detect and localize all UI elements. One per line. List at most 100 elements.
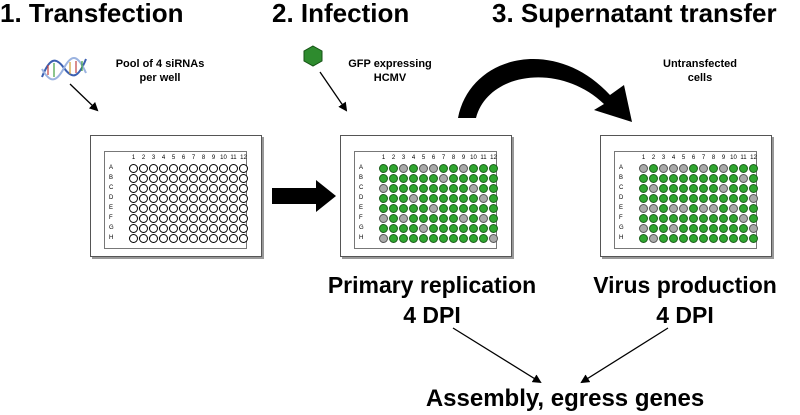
well-empty [179,234,188,243]
well-gfp-positive [459,194,468,203]
well-empty [139,214,148,223]
well-empty [129,224,138,233]
row-label: H [619,235,624,241]
well-gfp-positive [439,184,448,193]
column-label: 11 [230,155,237,161]
well-gfp-positive [379,164,388,173]
column-label: 11 [740,155,747,161]
well-gfp-positive [729,234,738,243]
well-gfp-positive [689,194,698,203]
well-gfp-positive [389,204,398,213]
well-gfp-positive [639,194,648,203]
well-empty [179,214,188,223]
well-gfp-positive [389,214,398,223]
well-gfp-positive [409,174,418,183]
well-gfp-positive [719,174,728,183]
well-gfp-positive [399,184,408,193]
well-gfp-positive [709,224,718,233]
well-negative [469,184,478,193]
well-gfp-positive [439,164,448,173]
well-gfp-positive [449,214,458,223]
well-empty [179,184,188,193]
well-empty [229,174,238,183]
well-gfp-positive [459,224,468,233]
well-empty [219,174,228,183]
well-gfp-positive [489,224,498,233]
well-negative [649,204,658,213]
well-empty [189,174,198,183]
well-gfp-positive [419,204,428,213]
well-gfp-positive [699,194,708,203]
well-empty [209,164,218,173]
step-1-heading: 1. Transfection [0,0,184,28]
well-gfp-positive [449,174,458,183]
row-label: B [359,175,364,181]
well-gfp-positive [749,184,758,193]
well-gfp-positive [489,174,498,183]
well-gfp-positive [649,224,658,233]
well-empty [129,164,138,173]
well-empty [189,214,198,223]
row-label: D [109,195,114,201]
well-empty [129,214,138,223]
well-gfp-positive [489,164,498,173]
well-gfp-positive [729,174,738,183]
row-label: B [619,175,624,181]
well-empty [129,204,138,213]
well-gfp-positive [699,214,708,223]
well-gfp-positive [399,194,408,203]
well-empty [199,204,208,213]
well-empty [189,224,198,233]
column-label: 3 [151,155,156,161]
row-label: F [359,215,363,221]
well-empty [159,214,168,223]
well-gfp-positive [389,164,398,173]
row-label: G [359,225,364,231]
column-label: 9 [721,155,726,161]
row-label: C [619,185,624,191]
well-negative [679,204,688,213]
well-empty [219,224,228,233]
well-gfp-positive [659,174,668,183]
well-gfp-positive [449,184,458,193]
well-gfp-positive [669,194,678,203]
row-label: D [619,195,624,201]
well-negative [649,234,658,243]
well-empty [159,184,168,193]
column-label: 6 [181,155,186,161]
well-empty [169,174,178,183]
well-gfp-positive [409,234,418,243]
column-label: 7 [441,155,446,161]
well-gfp-positive [479,234,488,243]
column-label: 2 [651,155,656,161]
well-gfp-positive [739,194,748,203]
well-empty [189,234,198,243]
column-label: 5 [421,155,426,161]
well-empty [169,204,178,213]
well-empty [139,194,148,203]
well-empty [149,164,158,173]
dna-to-plate-arrow [69,83,99,112]
well-negative [399,164,408,173]
well-gfp-positive [409,204,418,213]
well-gfp-positive [749,234,758,243]
well-gfp-positive [459,184,468,193]
well-empty [229,184,238,193]
well-gfp-positive [699,224,708,233]
production-to-conclusion-arrow [580,327,669,384]
well-empty [189,164,198,173]
well-negative [669,224,678,233]
well-gfp-positive [439,204,448,213]
well-gfp-positive [469,174,478,183]
plate-to-plate-arrow [272,180,336,212]
well-gfp-positive [409,214,418,223]
well-negative [739,214,748,223]
well-gfp-positive [479,204,488,213]
well-empty [169,184,178,193]
well-negative [739,174,748,183]
row-label: F [619,215,623,221]
well-empty [129,184,138,193]
well-gfp-positive [649,214,658,223]
